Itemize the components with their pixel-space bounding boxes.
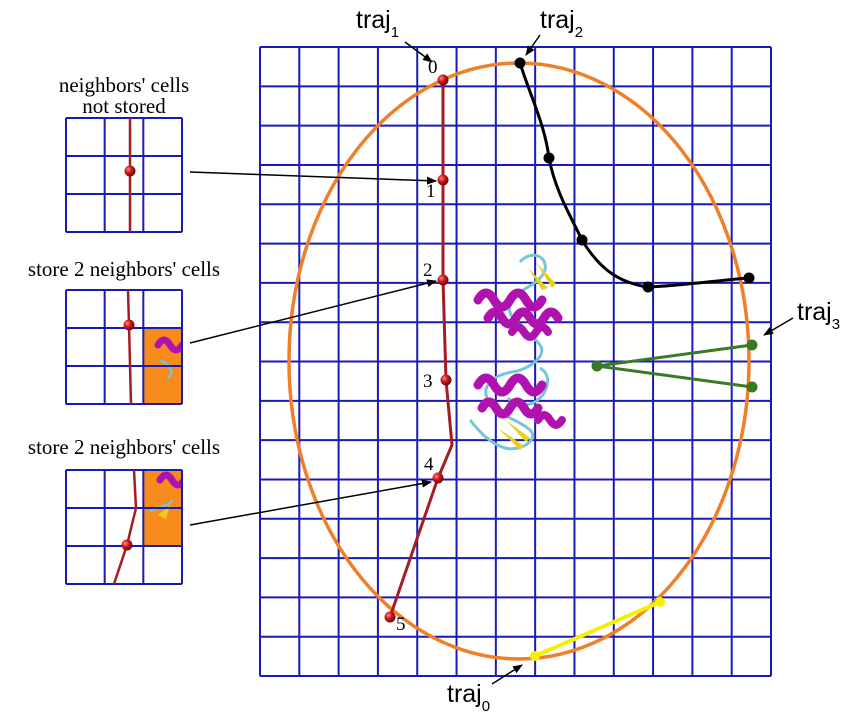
traj3-point: [591, 360, 603, 372]
panel-2-point: [123, 319, 135, 331]
traj3-point: [746, 339, 758, 351]
panel-3-grid: [65, 469, 183, 585]
traj0-path: [530, 597, 665, 661]
traj2-point: [514, 57, 526, 69]
point-label-1: 1: [426, 181, 436, 202]
traj1-point-2: [437, 274, 449, 286]
panel-1-label-line-1: neighbors' cells: [59, 73, 189, 97]
traj2-path: [514, 57, 755, 293]
traj0-point: [530, 651, 540, 661]
panel-store-2-neighbors-b: store 2 neighbors' cells: [28, 435, 220, 585]
traj2-point: [642, 281, 654, 293]
traj2-point: [743, 272, 755, 284]
point-label-3: 3: [423, 371, 433, 392]
protein-structure: [468, 253, 566, 451]
panel-1-point: [124, 165, 136, 177]
traj1-point-labels: 0 1 2 3 4 5: [396, 57, 438, 635]
traj2-point: [576, 234, 588, 246]
traj3-path: [591, 339, 758, 393]
label-arrows: [404, 34, 794, 685]
traj0-label: traj0: [447, 680, 490, 715]
panel-1-grid: [65, 117, 183, 233]
panel-arrows: [189, 171, 437, 526]
panel-store-2-neighbors-a: store 2 neighbors' cells: [28, 257, 220, 405]
traj3-label: traj3: [797, 298, 840, 333]
traj1-point-3: [440, 374, 452, 386]
panel-2-grid: [65, 289, 183, 405]
traj3-point: [746, 381, 758, 393]
traj2-label: traj2: [540, 6, 583, 41]
traj1-points: [384, 74, 452, 623]
traj2-point: [543, 152, 555, 164]
point-label-5: 5: [396, 614, 406, 635]
traj1-point-4: [432, 472, 444, 484]
traj0-point: [655, 597, 665, 607]
trajectory-labels: traj1 traj2 traj3 traj0: [356, 6, 840, 715]
traj1-label: traj1: [356, 6, 399, 41]
panel-3-point: [121, 539, 133, 551]
traj1-point-1: [437, 174, 449, 186]
point-label-2: 2: [423, 260, 433, 281]
point-label-0: 0: [428, 57, 438, 78]
panel-3-label: store 2 neighbors' cells: [28, 435, 220, 459]
panel-1-label-line-2: not stored: [82, 94, 166, 118]
traj1-point-0: [437, 74, 449, 86]
main-grid: [259, 46, 772, 677]
point-label-4: 4: [424, 454, 434, 475]
panel-neighbors-not-stored: neighbors' cells not stored: [59, 73, 189, 233]
panel-2-label: store 2 neighbors' cells: [28, 257, 220, 281]
traj1-point-5: [384, 611, 396, 623]
traj1-path: [388, 80, 454, 618]
